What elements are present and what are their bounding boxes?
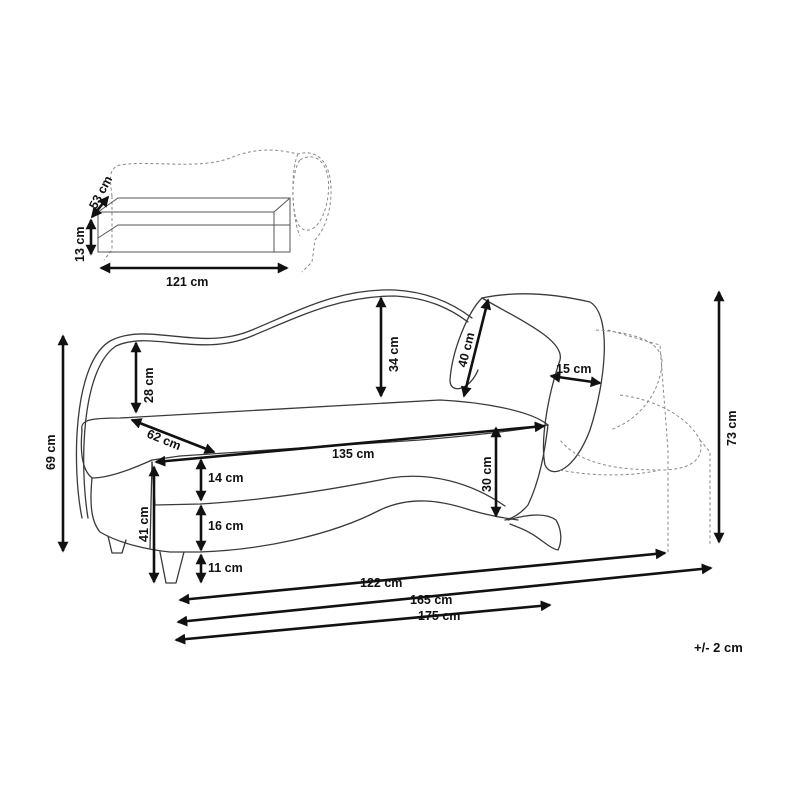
seat-top	[81, 399, 549, 431]
backrest-inner	[83, 295, 469, 519]
base-height-label: 16 cm	[208, 519, 243, 533]
cushion-diameter-label: 15 cm	[556, 362, 591, 376]
leg-back-left	[107, 535, 127, 554]
arm-right-height-label: 30 cm	[480, 457, 494, 492]
cushion-length-arrow	[460, 298, 492, 398]
leg-front-left	[159, 551, 185, 584]
length-175-label: 175 cm	[418, 609, 460, 623]
cushion-diameter-arrow	[549, 371, 602, 388]
drawer-depth-arrow	[90, 195, 110, 219]
cushion-length-label: 40 cm	[455, 331, 477, 369]
cushion-thickness-label: 14 cm	[208, 471, 243, 485]
tolerance-label: +/- 2 cm	[694, 640, 743, 655]
total-height-left-label: 69 cm	[44, 435, 58, 470]
drawer-width-label: 121 cm	[166, 275, 208, 289]
alt-arm-position	[559, 329, 711, 552]
seat-length-arrow	[154, 421, 546, 467]
leg-right	[507, 514, 562, 551]
base-front	[90, 477, 519, 553]
drawer-inset: 53 cm 13 cm 121 cm	[73, 149, 332, 289]
inset-cushion	[292, 156, 330, 231]
inset-sofa-outline	[103, 149, 332, 273]
drawer-height-label: 13 cm	[73, 227, 87, 262]
back-height-label: 34 cm	[387, 337, 401, 372]
length-165-label: 165 cm	[410, 593, 452, 607]
scroll-arm	[504, 424, 549, 521]
leg-height-label: 11 cm	[208, 561, 243, 575]
seat-length-label: 135 cm	[332, 447, 374, 461]
base-seam	[151, 461, 506, 507]
seat-height-label: 41 cm	[137, 507, 151, 542]
arm-height-label: 28 cm	[142, 368, 156, 403]
backrest-outline	[75, 289, 473, 519]
bolster-cushion	[481, 293, 605, 473]
total-height-right-label: 73 cm	[725, 411, 739, 446]
drawer-depth-label: 53 cm	[86, 174, 115, 212]
seat-depth-label: 62 cm	[145, 427, 183, 453]
length-175-arrow	[174, 600, 552, 645]
dimension-lines: 28 cm 34 cm 40 cm 15 cm 69 cm 73 cm 62 c…	[44, 290, 743, 655]
base-length-label: 122 cm	[360, 576, 402, 590]
drawer-box	[97, 197, 291, 253]
